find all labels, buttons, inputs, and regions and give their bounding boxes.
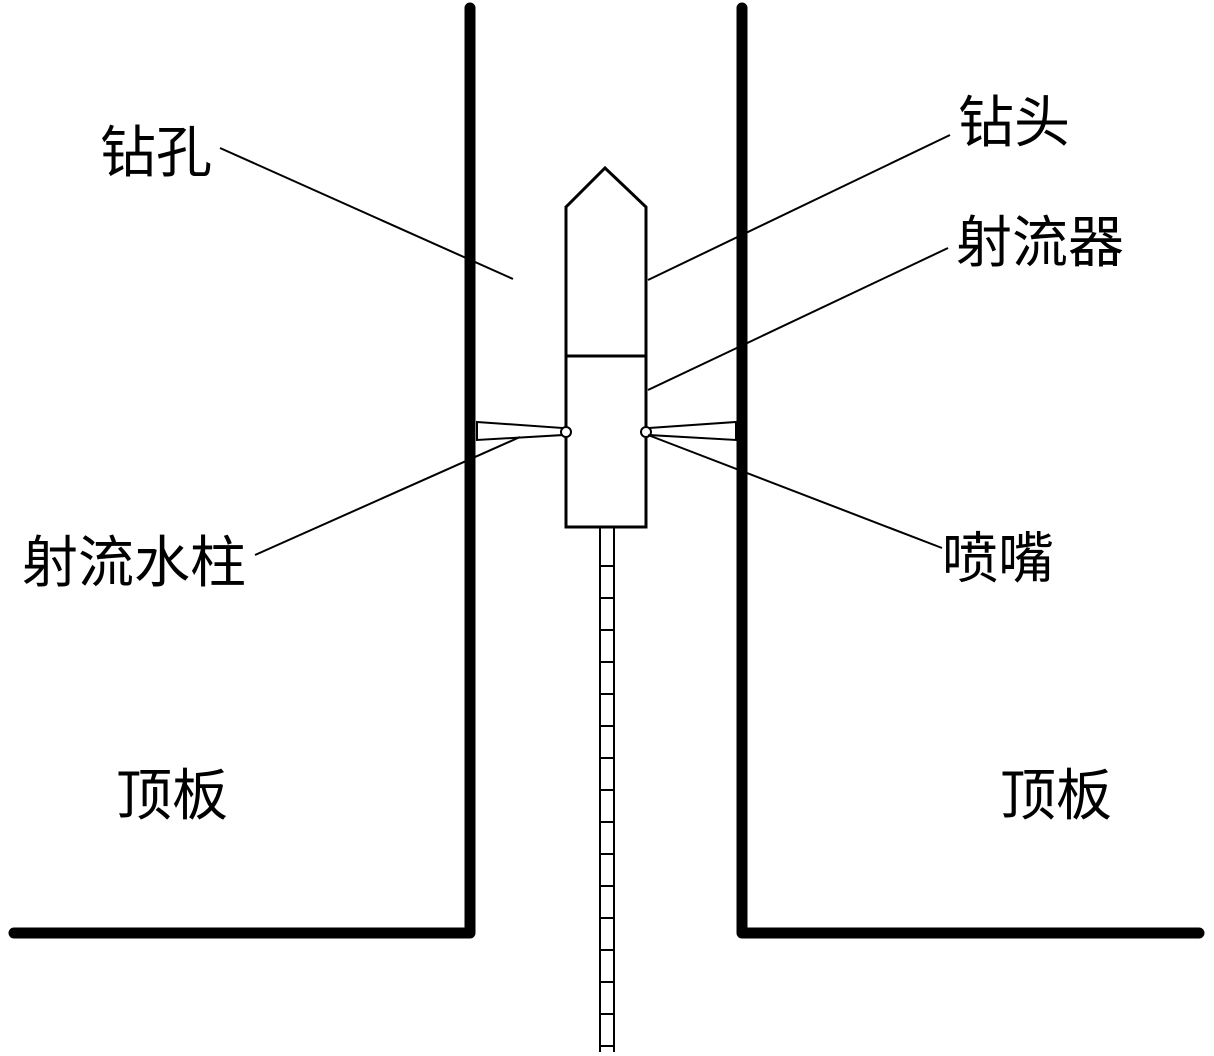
leader-borehole <box>219 147 514 280</box>
label-roof-left: 顶板 <box>116 764 228 829</box>
leader-drill-bit <box>647 134 951 281</box>
jet-device <box>564 354 648 529</box>
label-nozzle: 喷嘴 <box>942 527 1054 592</box>
leader-nozzle <box>647 434 943 549</box>
leader-jet-device <box>647 247 949 391</box>
label-jet-water-column: 射流水柱 <box>22 531 246 596</box>
nozzle-left <box>560 426 572 438</box>
label-drill-bit: 钻头 <box>958 91 1070 156</box>
drill-pipe <box>599 527 615 1052</box>
left-borehole-wall <box>8 2 476 939</box>
jet-water-column-right <box>648 420 737 442</box>
label-roof-right: 顶板 <box>1000 764 1112 829</box>
leader-jet-water-column <box>254 436 521 556</box>
label-borehole: 钻孔 <box>100 121 212 186</box>
drill-bit <box>564 165 648 358</box>
drill-pipe-rungs <box>600 565 614 1047</box>
right-borehole-wall <box>736 2 1205 939</box>
label-jet-device: 射流器 <box>956 211 1124 276</box>
